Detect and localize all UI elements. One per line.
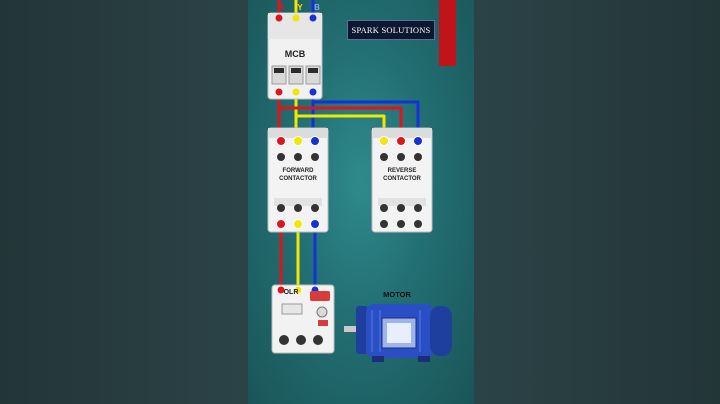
right-blur-panel: [474, 0, 720, 404]
contactor-icon: [371, 127, 433, 233]
left-blur-panel: [0, 0, 248, 404]
wire-b-to-reverse: [313, 100, 420, 140]
mcb-label: MCB: [285, 49, 306, 59]
reverse-label-line2: CONTACTOR: [383, 176, 421, 182]
phase-label-r: R: [278, 3, 284, 12]
overload-relay-icon: [271, 284, 335, 354]
mcb-icon: MCB: [267, 12, 323, 100]
motor-icon: [344, 304, 452, 362]
forward-label-line1: FORWARD: [283, 168, 315, 174]
phase-label-b: B: [314, 3, 320, 12]
accent-bar: [439, 0, 456, 66]
olr-label: OLR: [284, 289, 299, 296]
brand-badge: SPARK SOLUTIONS: [347, 20, 435, 40]
contactor-icon: [267, 127, 329, 233]
phase-label-y: Y: [297, 3, 303, 12]
reverse-label-line1: REVERSE: [388, 168, 417, 174]
forward-label-line2: CONTACTOR: [279, 176, 317, 182]
motor-label: MOTOR: [383, 290, 411, 299]
